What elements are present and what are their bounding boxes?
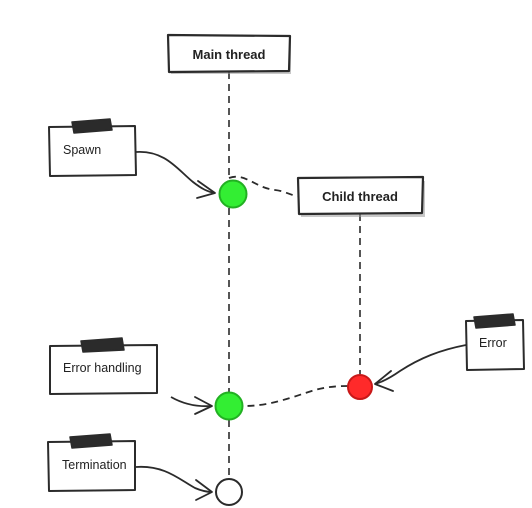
spawn-note-label: Spawn — [63, 143, 101, 157]
termination-end-node — [215, 478, 243, 506]
main-thread-box: Main thread — [166, 33, 292, 74]
tape-icon — [71, 118, 113, 134]
termination-arrow — [135, 466, 213, 501]
error-note-label: Error — [479, 336, 507, 350]
termination-note-label: Termination — [62, 458, 127, 472]
spawn-event-node — [218, 179, 248, 209]
child-thread-box: Child thread — [296, 175, 425, 217]
error-note: Error — [465, 313, 525, 371]
error-handling-event-node — [214, 391, 244, 421]
termination-note: Termination — [47, 433, 136, 492]
error-event-node — [347, 374, 373, 400]
main-thread-label: Main thread — [193, 47, 266, 62]
spawn-arrow — [135, 151, 216, 199]
error-return-connector — [242, 385, 349, 407]
error-handling-arrow — [170, 396, 213, 415]
tape-icon — [69, 433, 113, 449]
error-handling-note-label: Error handling — [63, 361, 142, 375]
error-arrow — [374, 344, 467, 392]
error-handling-note: Error handling — [49, 337, 158, 395]
tape-icon — [80, 337, 125, 353]
spawn-note: Spawn — [48, 118, 137, 177]
tape-icon — [473, 313, 516, 329]
child-thread-label: Child thread — [322, 189, 398, 204]
spawn-connector — [228, 175, 299, 197]
